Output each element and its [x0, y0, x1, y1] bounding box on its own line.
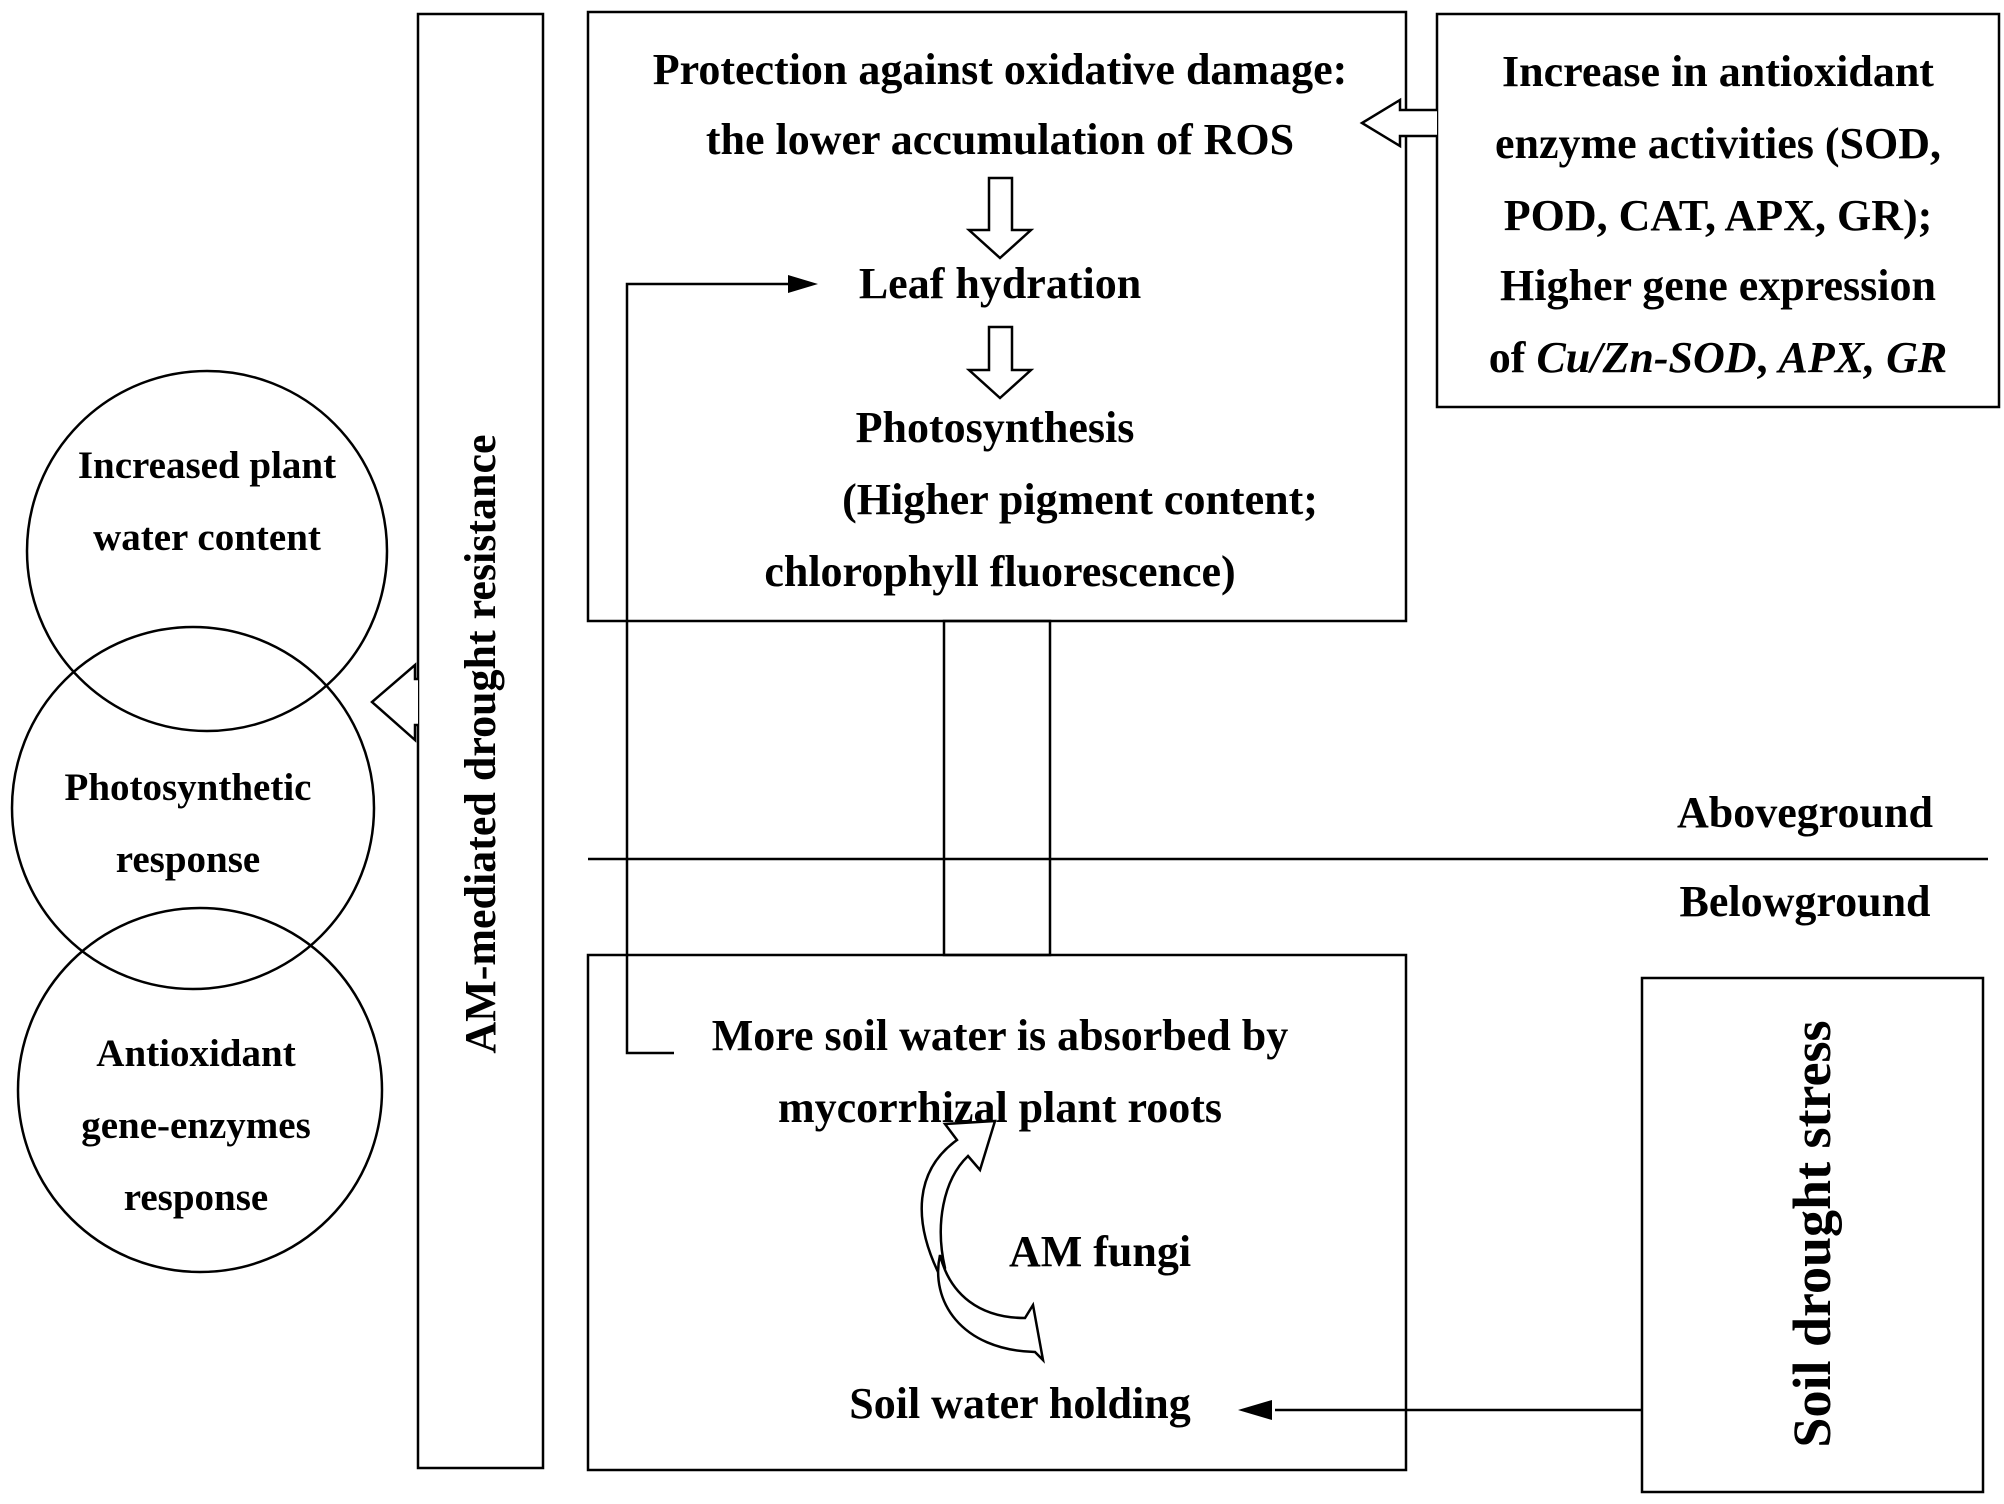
gene-prefix: of — [1488, 333, 1537, 382]
gene-cuzn-sod: Cu/Zn-SOD — [1536, 333, 1757, 382]
antioxidant-line3: POD, CAT, APX, GR); — [1503, 191, 1933, 240]
resistance-label: AM-mediated drought resistance — [456, 434, 505, 1054]
hollow-arrow-left-icon — [1359, 97, 1437, 149]
hollow-arrow-down-icon — [965, 176, 1035, 260]
stem-connector — [942, 619, 1052, 957]
antioxidant-line1: Increase in antioxidant — [1502, 47, 1934, 96]
circle-photosynthetic — [10, 625, 376, 991]
circle-line: response — [123, 1176, 269, 1219]
antioxidant-line4: Higher gene expression — [1500, 261, 1936, 310]
water-path-line — [625, 282, 790, 1055]
aboveground-label: Aboveground — [1677, 788, 1933, 837]
gene-apx-gr: APX, GR — [1778, 333, 1948, 382]
gene-separator: , — [1756, 333, 1779, 382]
absorbed-line2: mycorrhizal plant roots — [777, 1083, 1223, 1132]
protection-line1: Protection against oxidative damage: — [652, 45, 1348, 94]
circle-line: Antioxidant — [96, 1032, 296, 1075]
curved-arrow-up-icon — [920, 1119, 997, 1279]
resistance-bar — [416, 12, 545, 1470]
am-fungi: AM fungi — [1008, 1227, 1192, 1276]
chlorophyll-fluorescence: chlorophyll fluorescence) — [764, 547, 1236, 596]
circle-line: gene-enzymes — [81, 1104, 311, 1147]
hollow-arrow-left-icon — [370, 662, 418, 743]
circle-line: response — [115, 838, 261, 881]
belowground-label: Belowground — [1679, 877, 1931, 926]
pigment-content: (Higher pigment content; — [842, 475, 1318, 524]
circle-line: Increased plant — [77, 444, 337, 487]
absorbed-line1: More soil water is absorbed by — [711, 1011, 1289, 1060]
photosynthesis: Photosynthesis — [855, 403, 1135, 452]
leaf-hydration: Leaf hydration — [858, 259, 1142, 308]
circle-text-photo: Photosynthetic response — [18, 752, 358, 896]
arrow-head-right-icon — [788, 275, 818, 293]
hollow-arrow-down-icon — [965, 325, 1035, 400]
arrow-head-left-icon — [1238, 1400, 1272, 1420]
circle-line: Photosynthetic — [64, 766, 312, 809]
stress-label: Soil drought stress — [1782, 1020, 1842, 1448]
circle-text-antioxidant: Antioxidant gene-enzymes response — [26, 1018, 366, 1234]
circle-text-water: Increased plant water content — [37, 430, 377, 574]
antioxidant-box — [1435, 12, 2001, 409]
curved-arrow-down-icon — [936, 1254, 1045, 1364]
circle-antioxidant — [16, 906, 384, 1274]
belowground-box — [586, 953, 1408, 1472]
antioxidant-line2: enzyme activities (SOD, — [1495, 119, 1941, 168]
circle-water-content — [25, 369, 389, 733]
protection-line2: the lower accumulation of ROS — [705, 115, 1295, 164]
soil-water-holding: Soil water holding — [849, 1379, 1191, 1428]
circle-line: water content — [93, 516, 321, 559]
stress-box — [1640, 976, 1985, 1494]
antioxidant-line5: of Cu/Zn-SOD, APX, GR — [1440, 322, 1996, 394]
